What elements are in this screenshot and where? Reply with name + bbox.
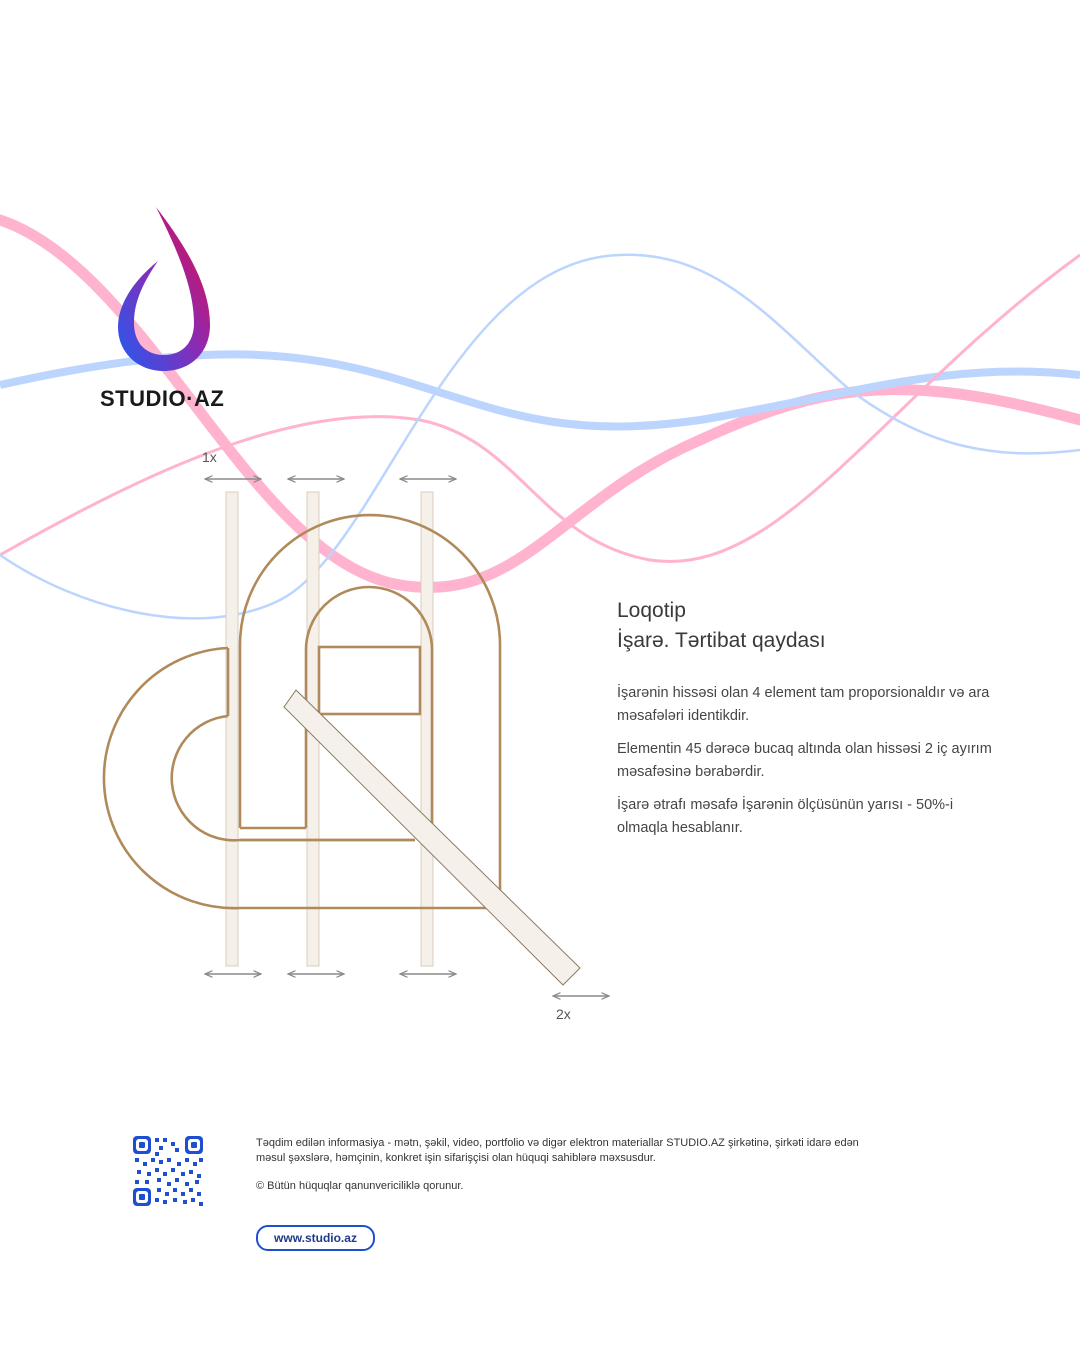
logo-mark-icon [118,207,210,371]
paragraph-2: Elementin 45 dərəcə bucaq altında olan h… [617,741,992,780]
inner-square-outline [317,645,422,716]
qr-code-icon [133,1136,203,1206]
title-line-1: Loqotip [617,599,686,622]
footer-copyright: © Bütün hüquqlar qanunvericiliklə qorunu… [256,1180,464,1192]
pink-wave-thin [0,253,1080,563]
bowl-outer-outline [102,646,490,910]
label-2x: 2x [556,1006,571,1022]
guide-bar-1 [225,491,239,967]
paragraph-3: İşarə ətrafı məsafə İşarənin ölçüsünün y… [617,797,954,836]
title-line-2: İşarə. Tərtibat qaydası [617,629,826,652]
label-1x: 1x [202,449,217,465]
section-title: Loqotip İşarə. Tərtibat qaydası [617,596,826,656]
footer-disclaimer: Təqdim edilən informasiya - mətn, şəkil,… [256,1137,859,1164]
blue-wave-thick [0,350,1080,431]
blue-wave-thin [0,253,1080,620]
website-link[interactable]: www.studio.az [256,1225,375,1251]
bowl-inner-outline [170,714,415,842]
brand-name: STUDIO·AZ [100,386,225,411]
diagonal-bar [283,689,581,986]
outer-arch-outline [238,513,502,910]
inner-arch-outline [304,585,434,840]
paragraph-1: İşarənin hissəsi olan 4 element tam prop… [617,685,990,724]
